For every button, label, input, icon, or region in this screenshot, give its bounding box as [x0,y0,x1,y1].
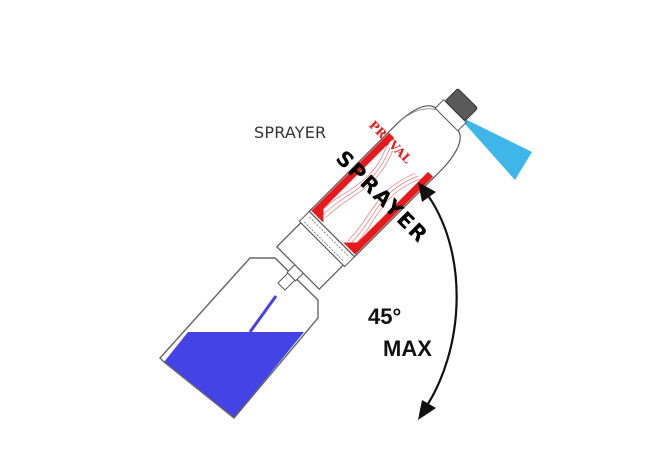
spray-cone [457,115,532,180]
angle-arrow-head-top [418,182,436,202]
sprayer-label: SPRAYER [254,123,327,142]
jar [159,257,319,419]
label-red-top [311,132,395,223]
jar-liquid [164,332,304,418]
aerosol-can [275,88,478,291]
angle-arrow-head-bottom [418,400,436,420]
angle-arrow [423,189,458,411]
dip-tube [248,295,278,333]
angle-max-label: MAX [383,336,432,361]
angle-value: 45° [368,304,402,329]
label-red-bottom [343,171,434,255]
jar-outline [159,257,319,419]
can-cap [445,88,478,121]
